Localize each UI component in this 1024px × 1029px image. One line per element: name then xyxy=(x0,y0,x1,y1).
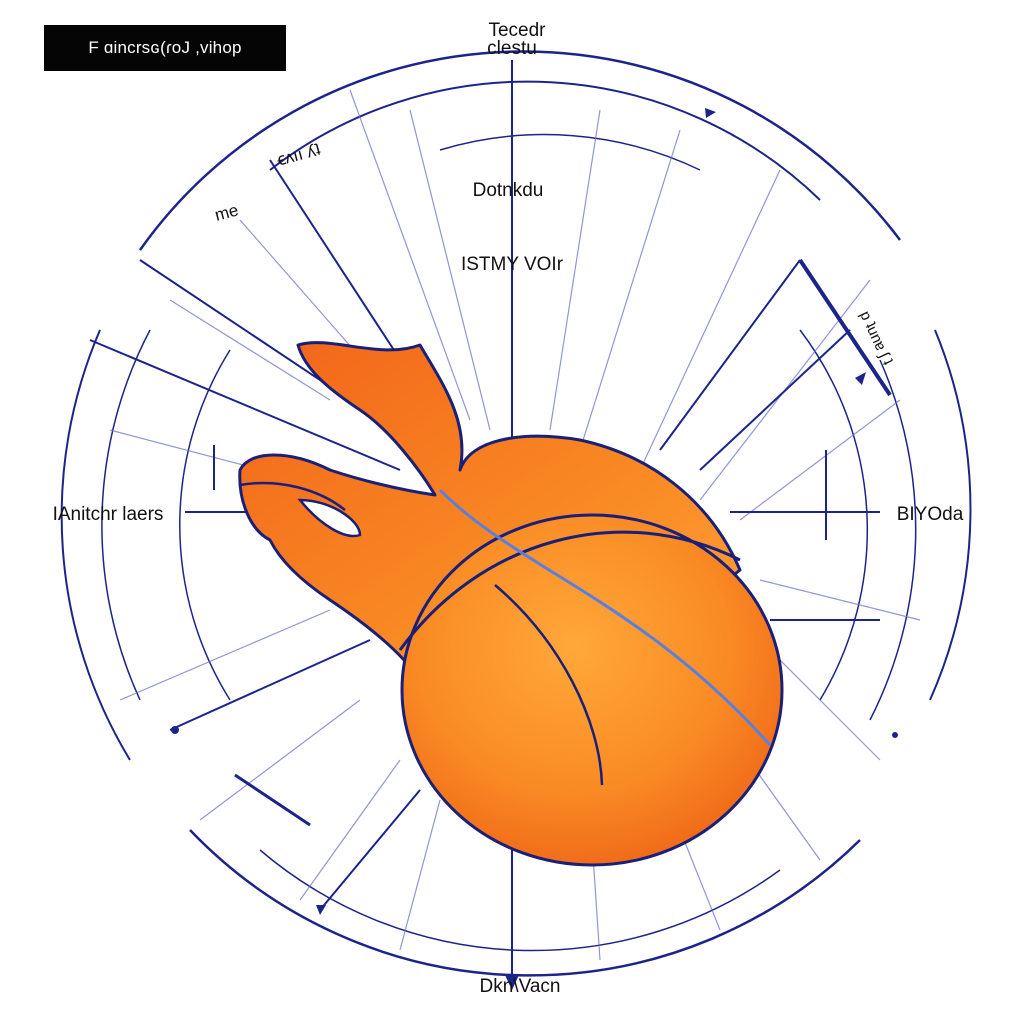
left-label: IAnitchr laers xyxy=(53,504,164,525)
finger-gap xyxy=(297,498,362,538)
highlight-line xyxy=(438,488,772,747)
outer-ring-arc-right xyxy=(929,329,972,701)
inner-ring-arc-bottom xyxy=(259,849,781,952)
title-text: F ɑincrsɢ(ɾoJ ,vihop xyxy=(88,38,242,57)
diagonal-line xyxy=(89,339,401,471)
upper-label-2: ISTMY VOIr xyxy=(461,254,564,275)
radial-line xyxy=(119,609,331,701)
ball-shape xyxy=(400,513,784,867)
mid-ring-arc-right xyxy=(799,329,869,701)
radial-line xyxy=(549,109,601,431)
radial-line xyxy=(639,169,781,471)
upper-left-label-b: ꞓʌıı ʎʇ xyxy=(275,140,323,170)
title-box: F ɑincrsɢ(ɾoJ ,vihop xyxy=(44,25,286,71)
ball-seam-top xyxy=(398,530,741,651)
radial-line xyxy=(299,759,401,901)
arrow-head-top xyxy=(705,108,716,118)
radial-line xyxy=(399,799,441,951)
inner-ring-arc-right xyxy=(869,359,917,721)
mid-ring-arc-top xyxy=(439,133,701,171)
outer-ring-arc-bottom xyxy=(189,829,861,977)
ball-illustration xyxy=(398,488,784,867)
radial-line xyxy=(169,299,331,401)
upper-label-1: Dotnkdu xyxy=(473,180,544,201)
finger-crease xyxy=(239,481,346,511)
radial-line xyxy=(759,579,921,621)
right-label: BIYOda xyxy=(897,504,964,525)
radial-line xyxy=(199,699,361,821)
inner-ring-arc-left xyxy=(101,329,151,701)
top-label-line2: clestu xyxy=(487,38,537,59)
marker-bar-right xyxy=(798,258,892,397)
outer-ring-arc-top xyxy=(138,50,902,251)
marker-bar-left xyxy=(234,773,311,827)
diagonal-line xyxy=(699,329,851,471)
radial-line xyxy=(739,399,901,521)
diagonal-line xyxy=(659,259,801,451)
outer-ring-arc-left xyxy=(60,329,131,761)
arrow-head-bottom-left xyxy=(316,905,326,915)
mid-ring-arc-left xyxy=(179,349,231,701)
ball-seam-inner xyxy=(494,584,604,786)
bottom-label: Dkn\Vacn xyxy=(480,976,561,997)
arrow-head-bottom xyxy=(505,975,519,990)
radial-line xyxy=(349,89,471,421)
outer-rings xyxy=(60,50,972,977)
diagonal-line xyxy=(319,789,421,911)
inner-ring-arc-top xyxy=(269,80,821,201)
top-label-line1: Tecedr xyxy=(488,20,546,41)
radial-line xyxy=(409,109,491,431)
radial-line xyxy=(579,129,681,451)
arrow-head-right xyxy=(855,372,866,385)
dot-marker xyxy=(171,726,179,734)
upper-left-label-a: me xyxy=(213,200,241,224)
dot-marker xyxy=(892,732,898,738)
diagonal-line xyxy=(169,639,371,731)
upper-right-label: p ʇunɐ ʃ ʇ xyxy=(856,308,896,368)
arrows xyxy=(171,108,898,990)
